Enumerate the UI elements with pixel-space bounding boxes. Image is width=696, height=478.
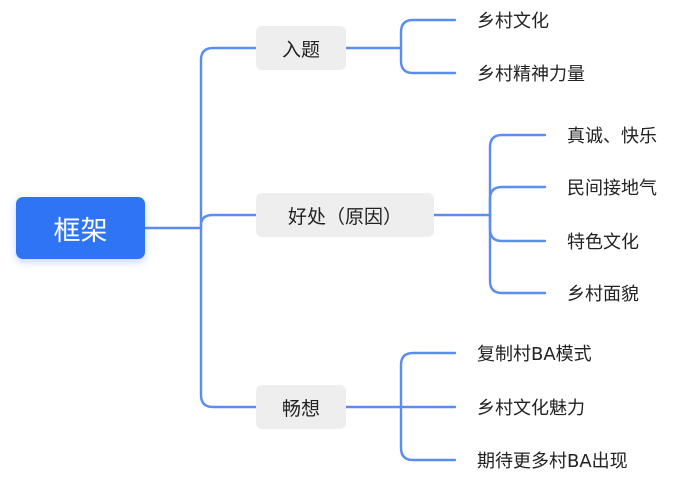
connector-branch-2-leaf-2 [488,185,547,217]
connector-branch-1-leaf-1 [399,18,457,50]
leaf-node[interactable]: 民间接地气 [567,178,657,199]
connector-branch-2-leaf-3 [488,213,547,243]
connector-root-branch-3 [199,226,258,409]
connector-root-branch-1 [199,46,258,230]
connector-branch-2-leaf-1 [488,133,547,217]
branch-node-intro[interactable]: 入题 [256,26,346,70]
leaf-node[interactable]: 特色文化 [567,232,639,253]
leaf-node[interactable]: 乡村文化 [477,11,549,32]
leaf-node[interactable]: 乡村面貌 [567,284,639,305]
leaf-node[interactable]: 乡村精神力量 [477,64,585,85]
root-node[interactable]: 框架 [16,197,145,259]
connector-branch-3-leaf-1 [399,351,457,409]
connector-branch-2-leaf-4 [488,213,547,295]
leaf-node[interactable]: 复制村BA模式 [477,344,592,365]
leaf-node[interactable]: 期待更多村BA出现 [477,451,628,472]
leaf-node[interactable]: 真诚、快乐 [567,126,657,147]
branch-node-benefits[interactable]: 好处（原因） [256,193,434,237]
connector-root-branch-2 [199,213,258,230]
connector-branch-3-leaf-3 [399,405,457,462]
leaf-node[interactable]: 乡村文化魅力 [477,398,585,419]
branch-node-outlook[interactable]: 畅想 [256,385,346,429]
connector-branch-1-leaf-2 [399,46,457,75]
